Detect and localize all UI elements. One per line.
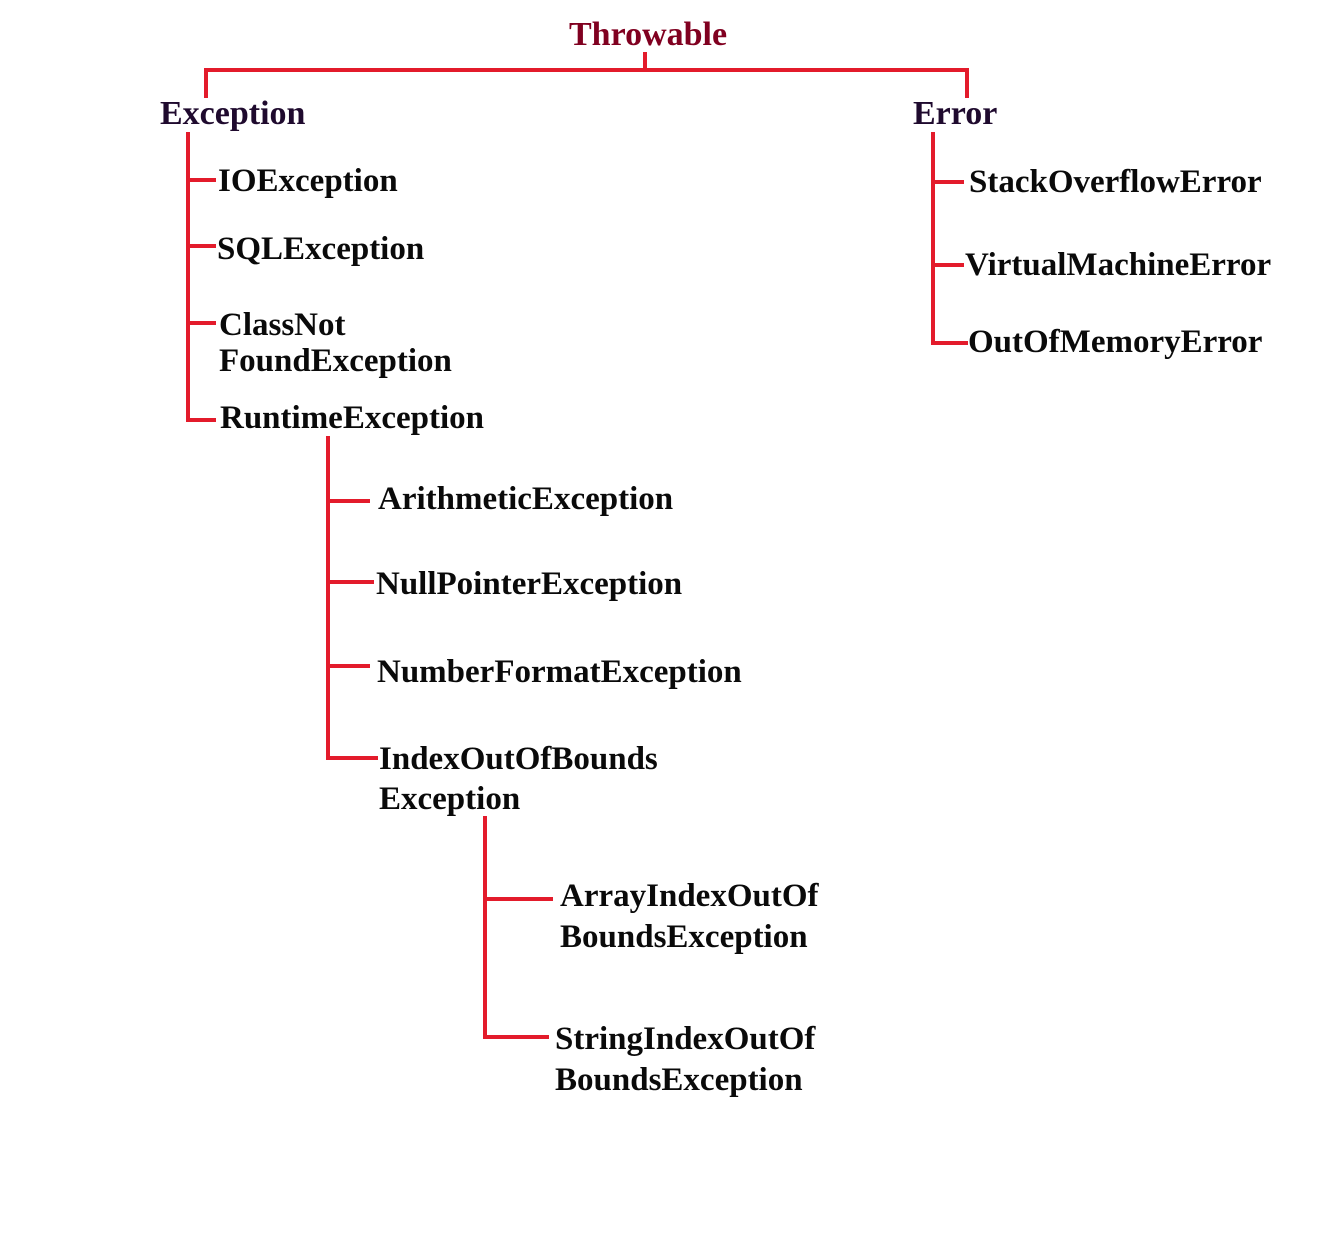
node-indexoutofbounds-line-1: IndexOutOfBounds	[379, 741, 658, 777]
connector-root-bar	[204, 68, 969, 98]
node-error: Error	[913, 95, 998, 132]
node-arithmeticexception: ArithmeticException	[378, 481, 674, 517]
node-classnotfound-line-1: ClassNot	[219, 307, 346, 343]
node-sqlexception: SQLException	[217, 231, 425, 267]
node-stackoverflowerror: StackOverflowError	[969, 164, 1262, 200]
node-stringindex-line-1: StringIndexOutOf	[555, 1021, 816, 1057]
node-stringindex-line-2: BoundsException	[555, 1062, 803, 1098]
node-arrayindex-line-2: BoundsException	[560, 919, 808, 955]
node-throwable: Throwable	[569, 16, 728, 53]
node-arrayindex-line-1: ArrayIndexOutOf	[560, 878, 819, 914]
node-ioexception: IOException	[218, 163, 398, 199]
node-runtimeexception: RuntimeException	[220, 400, 484, 436]
node-virtualmachineerror: VirtualMachineError	[965, 247, 1272, 283]
node-classnotfound-line-2: FoundException	[219, 343, 452, 379]
node-numberformatexception: NumberFormatException	[377, 654, 742, 690]
node-stringindexoutofboundsexception: StringIndexOutOf BoundsException	[555, 1019, 815, 1101]
node-outofmemoryerror: OutOfMemoryError	[968, 324, 1263, 360]
node-classnotfoundexception: ClassNot FoundException	[219, 307, 452, 379]
node-nullpointerexception: NullPointerException	[376, 566, 683, 602]
node-arrayindexoutofboundsexception: ArrayIndexOutOf BoundsException	[560, 876, 819, 958]
node-indexoutofbounds-line-2: Exception	[379, 781, 521, 817]
node-indexoutofboundsexception: IndexOutOfBounds Exception	[379, 739, 658, 819]
node-exception: Exception	[160, 95, 306, 132]
